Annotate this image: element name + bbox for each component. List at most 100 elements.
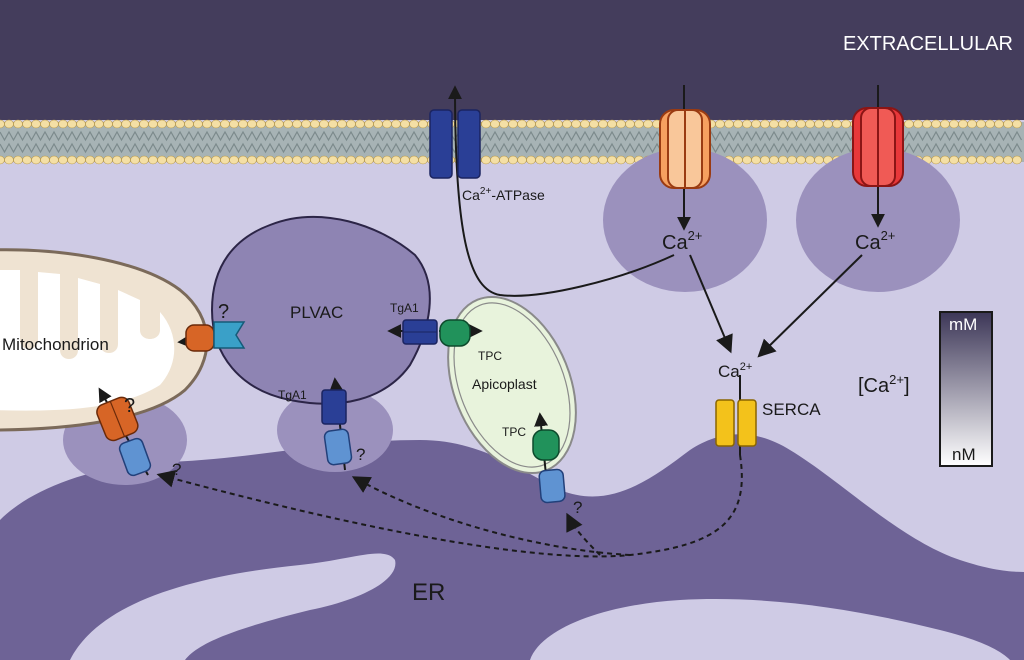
lipid-head <box>508 119 518 129</box>
lipid-head <box>382 155 392 165</box>
lipid-head <box>751 119 761 129</box>
er-release-channel <box>323 428 353 466</box>
lipid-head <box>958 119 968 129</box>
lipid-head <box>616 155 626 165</box>
mito-uptake-transporter <box>185 321 246 352</box>
lipid-head <box>805 119 815 129</box>
lipid-head <box>580 119 590 129</box>
er-release-channel <box>538 468 566 504</box>
lipid-head <box>211 119 221 129</box>
lipid-head <box>931 155 941 165</box>
calcium-label-cytosol: Ca2+ <box>718 361 752 381</box>
lipid-head <box>157 155 167 165</box>
tga1-transporter-bottom <box>321 389 347 425</box>
er-lumen-gap <box>70 553 396 660</box>
lipid-head <box>625 155 635 165</box>
lipid-head <box>31 155 41 165</box>
lipid-head <box>193 155 203 165</box>
lipid-head <box>490 119 500 129</box>
lipid-head <box>238 155 248 165</box>
dashed-arrows <box>156 324 743 558</box>
lipid-head <box>76 119 86 129</box>
lipid-head <box>130 119 140 129</box>
lipid-head <box>337 155 347 165</box>
lipid-head <box>166 119 176 129</box>
lipid-head <box>13 119 23 129</box>
question-mark: ? <box>218 301 229 323</box>
tpc-label-bottom: TPC <box>502 425 526 439</box>
lipid-head <box>346 155 356 165</box>
lipid-head <box>913 119 923 129</box>
lipid-head <box>832 119 842 129</box>
lipid-head <box>373 155 383 165</box>
extracellular-label: EXTRACELLULAR <box>843 33 1013 55</box>
lipid-head <box>58 119 68 129</box>
er-label: ER <box>412 579 445 606</box>
lipid-head <box>22 155 32 165</box>
lipid-head <box>229 155 239 165</box>
lipid-head <box>526 119 536 129</box>
lipid-head <box>22 119 32 129</box>
lipid-head <box>1012 155 1022 165</box>
lipid-head <box>814 119 824 129</box>
lipid-head <box>733 119 743 129</box>
lipid-head <box>76 155 86 165</box>
lipid-head <box>139 155 149 165</box>
lipid-head <box>355 155 365 165</box>
lipid-head <box>148 155 158 165</box>
lipid-head <box>202 119 212 129</box>
lipid-head <box>994 119 1004 129</box>
lipid-head <box>220 119 230 129</box>
lipid-head <box>319 119 329 129</box>
lipid-head <box>634 119 644 129</box>
lipid-head <box>301 155 311 165</box>
lipid-head <box>823 119 833 129</box>
lipid-head <box>508 155 518 165</box>
lipid-head <box>112 119 122 129</box>
apicoplast-label: Apicoplast <box>472 376 537 392</box>
lipid-head <box>643 119 653 129</box>
calcium-label-red-channel: Ca2+ <box>855 228 895 254</box>
lipid-head <box>571 119 581 129</box>
lipid-head <box>211 155 221 165</box>
lipid-head <box>922 119 932 129</box>
lipid-head <box>1012 119 1022 129</box>
lipid-head <box>355 119 365 129</box>
lipid-head <box>787 155 797 165</box>
lipid-head <box>544 155 554 165</box>
lipid-head <box>391 155 401 165</box>
mitochondrion <box>0 248 209 432</box>
serca-label: SERCA <box>762 400 821 419</box>
lipid-head <box>499 155 509 165</box>
lipid-head <box>760 155 770 165</box>
tpc-channel-top <box>439 319 471 347</box>
lipid-head <box>598 155 608 165</box>
question-mark: ? <box>356 445 365 464</box>
tpc-channel-bottom <box>532 429 560 461</box>
lipid-head <box>526 155 536 165</box>
calcium-concentration-label: [Ca2+] <box>858 372 910 397</box>
lipid-head <box>67 119 77 129</box>
lipid-head <box>175 119 185 129</box>
lipid-head <box>517 119 527 129</box>
lipid-head <box>229 119 239 129</box>
lipid-head <box>193 119 203 129</box>
lipid-head <box>949 119 959 129</box>
lipid-head <box>985 119 995 129</box>
lipid-head <box>733 155 743 165</box>
lipid-head <box>238 119 248 129</box>
scale-top-label: mM <box>949 315 977 334</box>
lipid-head <box>589 155 599 165</box>
lipid-head <box>283 119 293 129</box>
lipid-head <box>553 119 563 129</box>
lipid-head <box>4 155 14 165</box>
lipid-head <box>967 155 977 165</box>
lipid-head <box>481 119 491 129</box>
lipid-head <box>265 155 275 165</box>
lipid-head <box>58 155 68 165</box>
tga1-label-bottom: TgA1 <box>278 388 307 402</box>
lipid-head <box>598 119 608 129</box>
lipid-head <box>112 155 122 165</box>
lipid-head <box>121 155 131 165</box>
